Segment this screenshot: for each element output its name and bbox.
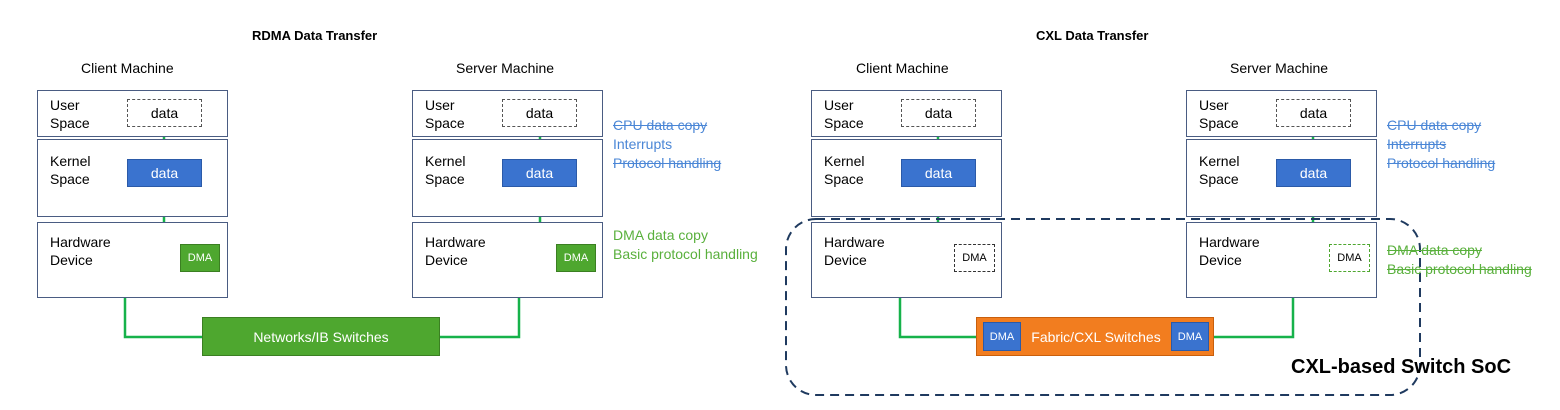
- note-line: Interrupts: [613, 136, 673, 152]
- rdma-hardware-notes: DMA data copy Basic protocol handling: [613, 226, 758, 264]
- cxl-server-user-data: data: [1276, 99, 1351, 127]
- cxl-client-kernel-data: data: [901, 159, 976, 187]
- cxl-server-dma: DMA: [1329, 244, 1370, 272]
- layer-label: Kernel Space: [824, 153, 865, 187]
- cxl-server-kernel-data: data: [1276, 159, 1351, 187]
- layer-label: Kernel Space: [1199, 153, 1240, 187]
- cxl-client-dma: DMA: [954, 244, 995, 272]
- cxl-fabric-switch: DMA Fabric/CXL Switches DMA: [976, 317, 1214, 356]
- rdma-server-label: Server Machine: [456, 60, 555, 76]
- cxl-client-label: Client Machine: [856, 60, 949, 76]
- layer-label: User Space: [824, 97, 864, 131]
- cxl-switch-dma-left: DMA: [983, 322, 1021, 351]
- rdma-server-user-data: data: [502, 99, 577, 127]
- rdma-client-label: Client Machine: [81, 60, 174, 76]
- cxl-soc-outline: [785, 218, 1421, 396]
- rdma-server-dma: DMA: [556, 244, 596, 272]
- layer-label: User Space: [425, 97, 465, 131]
- rdma-client-dma: DMA: [180, 244, 220, 272]
- layer-label: User Space: [1199, 97, 1239, 131]
- rdma-client-user-data: data: [127, 99, 202, 127]
- cxl-server-label: Server Machine: [1230, 60, 1329, 76]
- layer-label: Hardware Device: [824, 234, 885, 268]
- note-line: Basic protocol handling: [613, 246, 758, 262]
- layer-label: Kernel Space: [50, 153, 91, 187]
- note-line: DMA data copy: [613, 227, 708, 243]
- note-line: CPU data copy: [613, 117, 708, 133]
- cxl-hardware-notes: DMA data copy Basic protocol handling: [1387, 241, 1532, 279]
- layer-label: User Space: [50, 97, 90, 131]
- layer-label: Hardware Device: [50, 234, 111, 268]
- rdma-kernel-notes: CPU data copy Interrupts Protocol handli…: [613, 116, 721, 173]
- note-line: DMA data copy: [1387, 242, 1482, 258]
- cxl-soc-label: CXL-based Switch SoC: [1291, 356, 1512, 378]
- rdma-title: RDMA Data Transfer: [252, 28, 378, 43]
- note-line: Protocol handling: [613, 155, 722, 171]
- cxl-title: CXL Data Transfer: [1036, 28, 1149, 43]
- note-line: Interrupts: [1387, 136, 1447, 152]
- cxl-switch-dma-right: DMA: [1171, 322, 1209, 351]
- layer-label: Kernel Space: [425, 153, 466, 187]
- rdma-client-kernel-data: data: [127, 159, 202, 187]
- cxl-switch-label: Fabric/CXL Switches: [1031, 328, 1161, 345]
- layer-label: Hardware Device: [425, 234, 486, 268]
- layer-label: Hardware Device: [1199, 234, 1260, 268]
- note-line: CPU data copy: [1387, 117, 1482, 133]
- rdma-network-switch: Networks/IB Switches: [202, 317, 440, 356]
- cxl-client-user-data: data: [901, 99, 976, 127]
- cxl-kernel-notes: CPU data copy Interrupts Protocol handli…: [1387, 116, 1495, 173]
- rdma-server-kernel-data: data: [502, 159, 577, 187]
- note-line: Basic protocol handling: [1387, 261, 1532, 277]
- note-line: Protocol handling: [1387, 155, 1496, 171]
